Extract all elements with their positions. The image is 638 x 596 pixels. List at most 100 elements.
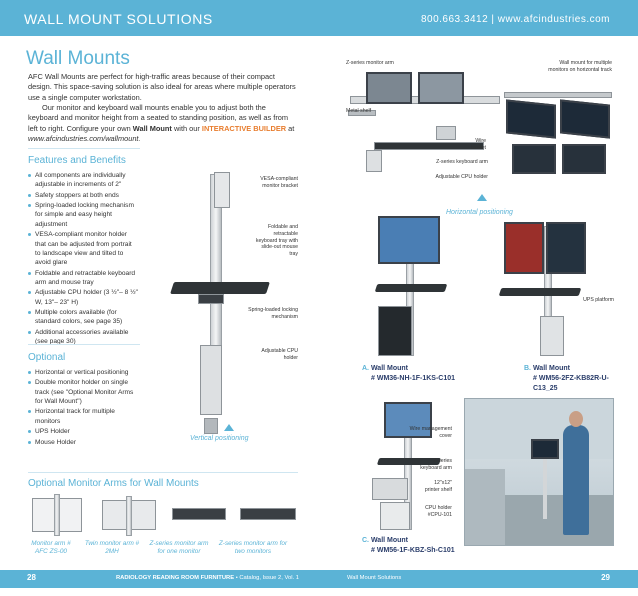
intro-text-b: with our: [171, 123, 202, 133]
features-list: All components are individually adjustab…: [28, 171, 138, 347]
monitor-lower-left: [512, 144, 556, 174]
intro-bold: Wall Mount: [132, 123, 172, 133]
interactive-builder-link[interactable]: INTERACTIVE BUILDER: [201, 123, 287, 133]
section-name: Wall Mount Solutions: [347, 575, 402, 581]
callout-shelf: Metal shelf: [346, 108, 372, 114]
optional-item: Horizontal track for multiple monitors: [28, 407, 138, 426]
optional-heading: Optional: [28, 352, 66, 363]
monitor-spine: [504, 222, 544, 274]
arms-illustrations: [30, 494, 300, 540]
features-heading: Features and Benefits: [28, 155, 126, 166]
vesa-bracket: [214, 172, 230, 208]
xray-monitor-right: [418, 72, 464, 104]
triangle-marker: [224, 424, 234, 431]
product-name: Wall Mount: [370, 365, 409, 372]
arm-post: [54, 494, 60, 536]
callout-z-arm: Z-series monitor arm: [346, 60, 394, 66]
photo-rail: [543, 459, 547, 519]
intro-paragraph-2: Our monitor and keyboard wall mounts ena…: [28, 103, 298, 144]
product-model: # WM36-NH-1F-1KS-C101: [371, 374, 456, 382]
product-b-label: B. Wall Mount # WM56-2FZ-KB82R-U-C13_25: [524, 364, 614, 393]
wallmount-url-link[interactable]: www.afcindustries.com/wallmount.: [28, 134, 141, 144]
optional-item: Double monitor holder on single track (s…: [28, 378, 138, 406]
photo-bed: [465, 469, 505, 545]
wire-basket: [436, 126, 456, 140]
vertical-caption: Vertical positioning: [190, 435, 249, 442]
product-letter: C.: [362, 537, 369, 544]
header-bar: WALL MOUNT SOLUTIONS 800.663.3412 | www.…: [0, 0, 638, 36]
z-keyboard-arm: [374, 142, 484, 150]
catalog-title: RADIOLOGY READING ROOM FURNITURE: [116, 575, 235, 581]
product-c-label: C. Wall Mount # WM56-1F-KBZ-Sh-C101: [362, 536, 455, 556]
keyboard-tray: [170, 282, 270, 294]
intro-paragraph-1: AFC Wall Mounts are perfect for high-tra…: [28, 72, 296, 102]
section-title: WALL MOUNT SOLUTIONS: [24, 11, 213, 27]
keyboard-tray: [498, 288, 582, 296]
hospital-room-photo: [464, 398, 614, 546]
product-letter: A.: [362, 365, 369, 372]
callout-spring: Spring-loaded locking mechanism: [248, 307, 298, 320]
feature-item: Adjustable CPU holder (3 ½"– 8 ½" W, 13"…: [28, 288, 138, 307]
product-a-image: [366, 216, 456, 360]
arms-heading: Optional Monitor Arms for Wall Mounts: [28, 478, 199, 489]
catalog-info: RADIOLOGY READING ROOM FURNITURE • Catal…: [116, 575, 299, 581]
feature-item: Safety stoppers at both ends: [28, 191, 138, 200]
footer-bar: 28 RADIOLOGY READING ROOM FURNITURE • Ca…: [0, 570, 638, 588]
product-letter: B.: [524, 365, 531, 372]
callout-cpu-h: Adjustable CPU holder: [435, 174, 488, 180]
horizontal-mount-illustration: [346, 66, 506, 178]
z-arm-one-image: [172, 508, 226, 520]
arm-caption-3: Z-series monitor arm for one monitor: [149, 540, 209, 556]
page-title: Wall Mounts: [26, 48, 130, 69]
tray-arm: [198, 294, 224, 304]
xray-monitor-left: [366, 72, 412, 104]
feature-item: Spring-loaded locking mechanism for simp…: [28, 201, 138, 229]
arm-post: [126, 496, 132, 536]
page-number-left: 28: [27, 573, 36, 582]
divider: [28, 472, 298, 473]
cpu-holder: [366, 150, 382, 172]
multi-monitor-illustration: [500, 78, 616, 188]
feature-item: Foldable and retractable keyboard arm an…: [28, 269, 138, 288]
callout-multiple: Wall mount for multiple monitors on hori…: [548, 60, 612, 73]
monitor-lower-right: [562, 144, 606, 174]
ups-platform: [540, 316, 564, 356]
product-name: Wall Mount: [370, 537, 409, 544]
vertical-mount-illustration: [150, 170, 290, 440]
divider: [28, 148, 140, 149]
intro-text-a: Our monitor and keyboard wall mounts ena…: [28, 103, 289, 133]
nurse-figure: [563, 425, 589, 535]
product-model: # WM56-2FZ-KB82R-U-C13_25: [533, 374, 609, 392]
product-model: # WM56-1F-KBZ-Sh-C101: [371, 546, 455, 554]
optional-item: UPS Holder: [28, 427, 138, 436]
intro-text-c: at: [286, 123, 295, 133]
callout-printer: 12"x12" printer shelf: [424, 480, 452, 493]
triangle-marker: [477, 194, 487, 201]
callout-cpu-c: CPU holder #CPU-101: [425, 505, 452, 518]
callout-foldable: Foldable and retractable keyboard tray w…: [255, 224, 298, 257]
monitor-scan: [546, 222, 586, 274]
cpu: [378, 306, 412, 356]
callout-wire-cover: Wire management cover: [409, 426, 452, 439]
feature-item: Multiple colors available (for standard …: [28, 308, 138, 327]
intro-text: AFC Wall Mounts are perfect for high-tra…: [28, 72, 298, 145]
product-c-image: [366, 402, 456, 532]
callout-z-keyboard: Z-series keyboard arm: [420, 458, 452, 471]
metal-shelf: [348, 110, 376, 116]
monitor-left: [506, 99, 556, 139]
optional-item: Mouse Holder: [28, 438, 138, 447]
divider: [28, 344, 140, 345]
arm-caption-1: Monitor arm # AFC ZS-00: [31, 540, 71, 556]
monitor: [378, 216, 440, 264]
product-b-image: [480, 216, 590, 356]
arm-caption-4: Z-series monitor arm for two monitors: [218, 540, 288, 556]
z-arm-two-image: [240, 508, 296, 520]
feature-item: VESA-compliant monitor holder that can b…: [28, 230, 138, 267]
optional-item: Horizontal or vertical positioning: [28, 368, 138, 377]
callout-wire: Wire basket: [470, 138, 486, 151]
photo-monitor: [531, 439, 559, 459]
callout-vesa: VESA-compliant monitor bracket: [260, 176, 298, 189]
page-number-right: 29: [601, 573, 610, 582]
cpu-holder-base: [204, 418, 218, 434]
